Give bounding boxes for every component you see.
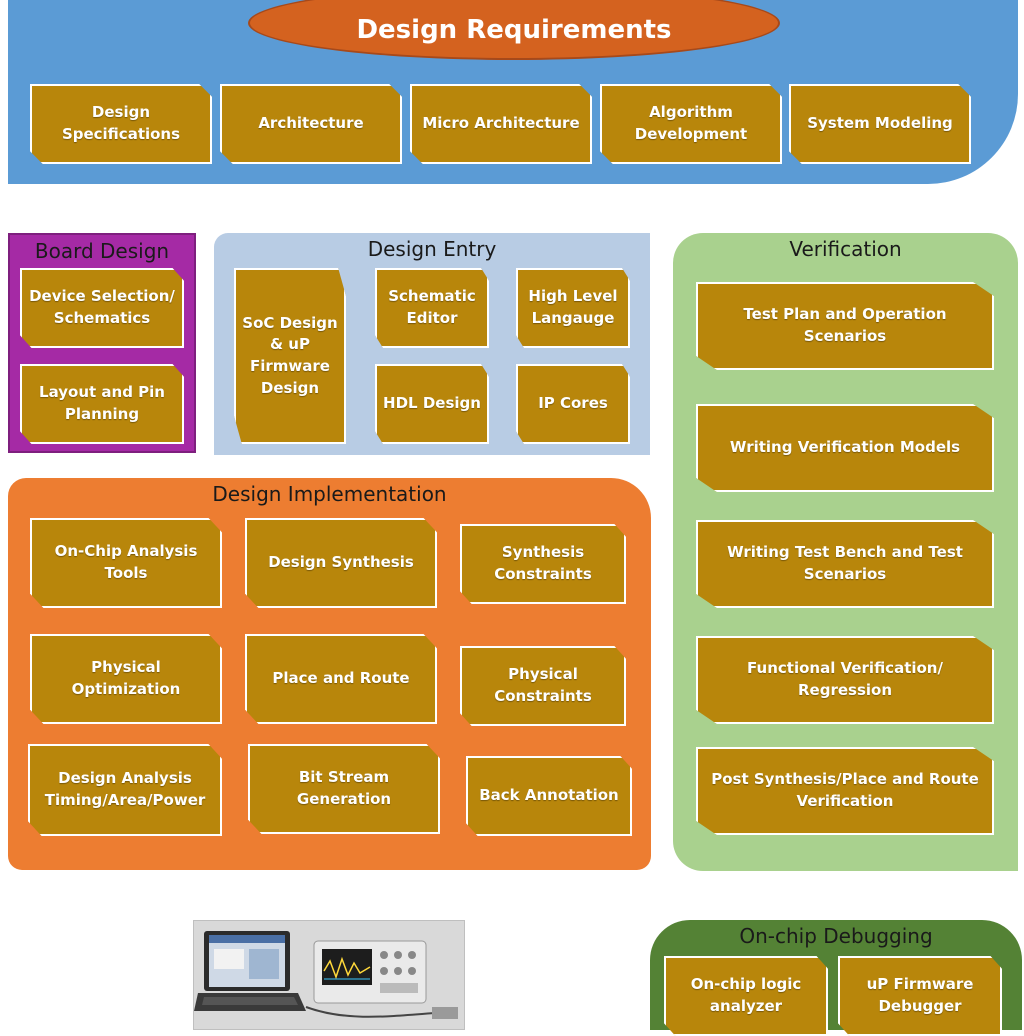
requirement-box: Micro Architecture [410, 84, 592, 164]
verification-box: Functional Verification/ Regression [696, 636, 994, 724]
implementation-box: Place and Route [245, 634, 437, 724]
lab-equipment-photo [193, 920, 465, 1030]
requirement-box: Algorithm Development [600, 84, 782, 164]
implementation-box: On-Chip Analysis Tools [30, 518, 222, 608]
implementation-box: Bit Stream Generation [248, 744, 440, 834]
design-entry-box: IP Cores [516, 364, 630, 444]
design-requirements-title: Design Requirements [248, 0, 780, 60]
laptop-oscilloscope-image [194, 921, 464, 1029]
verification-title: Verification [789, 237, 902, 261]
debugging-box: uP Firmware Debugger [838, 956, 1002, 1036]
requirement-box: System Modeling [789, 84, 971, 164]
implementation-box: Physical Optimization [30, 634, 222, 724]
design-entry-box: HDL Design [375, 364, 489, 444]
verification-box: Post Synthesis/Place and Route Verificat… [696, 747, 994, 835]
verification-box: Writing Test Bench and Test Scenarios [696, 520, 994, 608]
board-design-box: Layout and Pin Planning [20, 364, 184, 444]
design-entry-box: SoC Design & uP Firmware Design [234, 268, 346, 444]
onchip-debugging-title: On-chip Debugging [739, 924, 933, 948]
requirement-box: Design Specifications [30, 84, 212, 164]
implementation-box: Physical Constraints [460, 646, 626, 726]
design-entry-box: High Level Langauge [516, 268, 630, 348]
implementation-box: Back Annotation [466, 756, 632, 836]
verification-box: Test Plan and Operation Scenarios [696, 282, 994, 370]
board-design-box: Device Selection/ Schematics [20, 268, 184, 348]
implementation-box: Design Analysis Timing/Area/Power [28, 744, 222, 836]
board-design-title: Board Design [34, 239, 170, 263]
verification-box: Writing Verification Models [696, 404, 994, 492]
debugging-box: On-chip logic analyzer [664, 956, 828, 1036]
implementation-box: Synthesis Constraints [460, 524, 626, 604]
design-implementation-title: Design Implementation [212, 482, 447, 506]
requirement-box: Architecture [220, 84, 402, 164]
design-entry-title: Design Entry [367, 237, 497, 261]
implementation-box: Design Synthesis [245, 518, 437, 608]
design-entry-box: Schematic Editor [375, 268, 489, 348]
